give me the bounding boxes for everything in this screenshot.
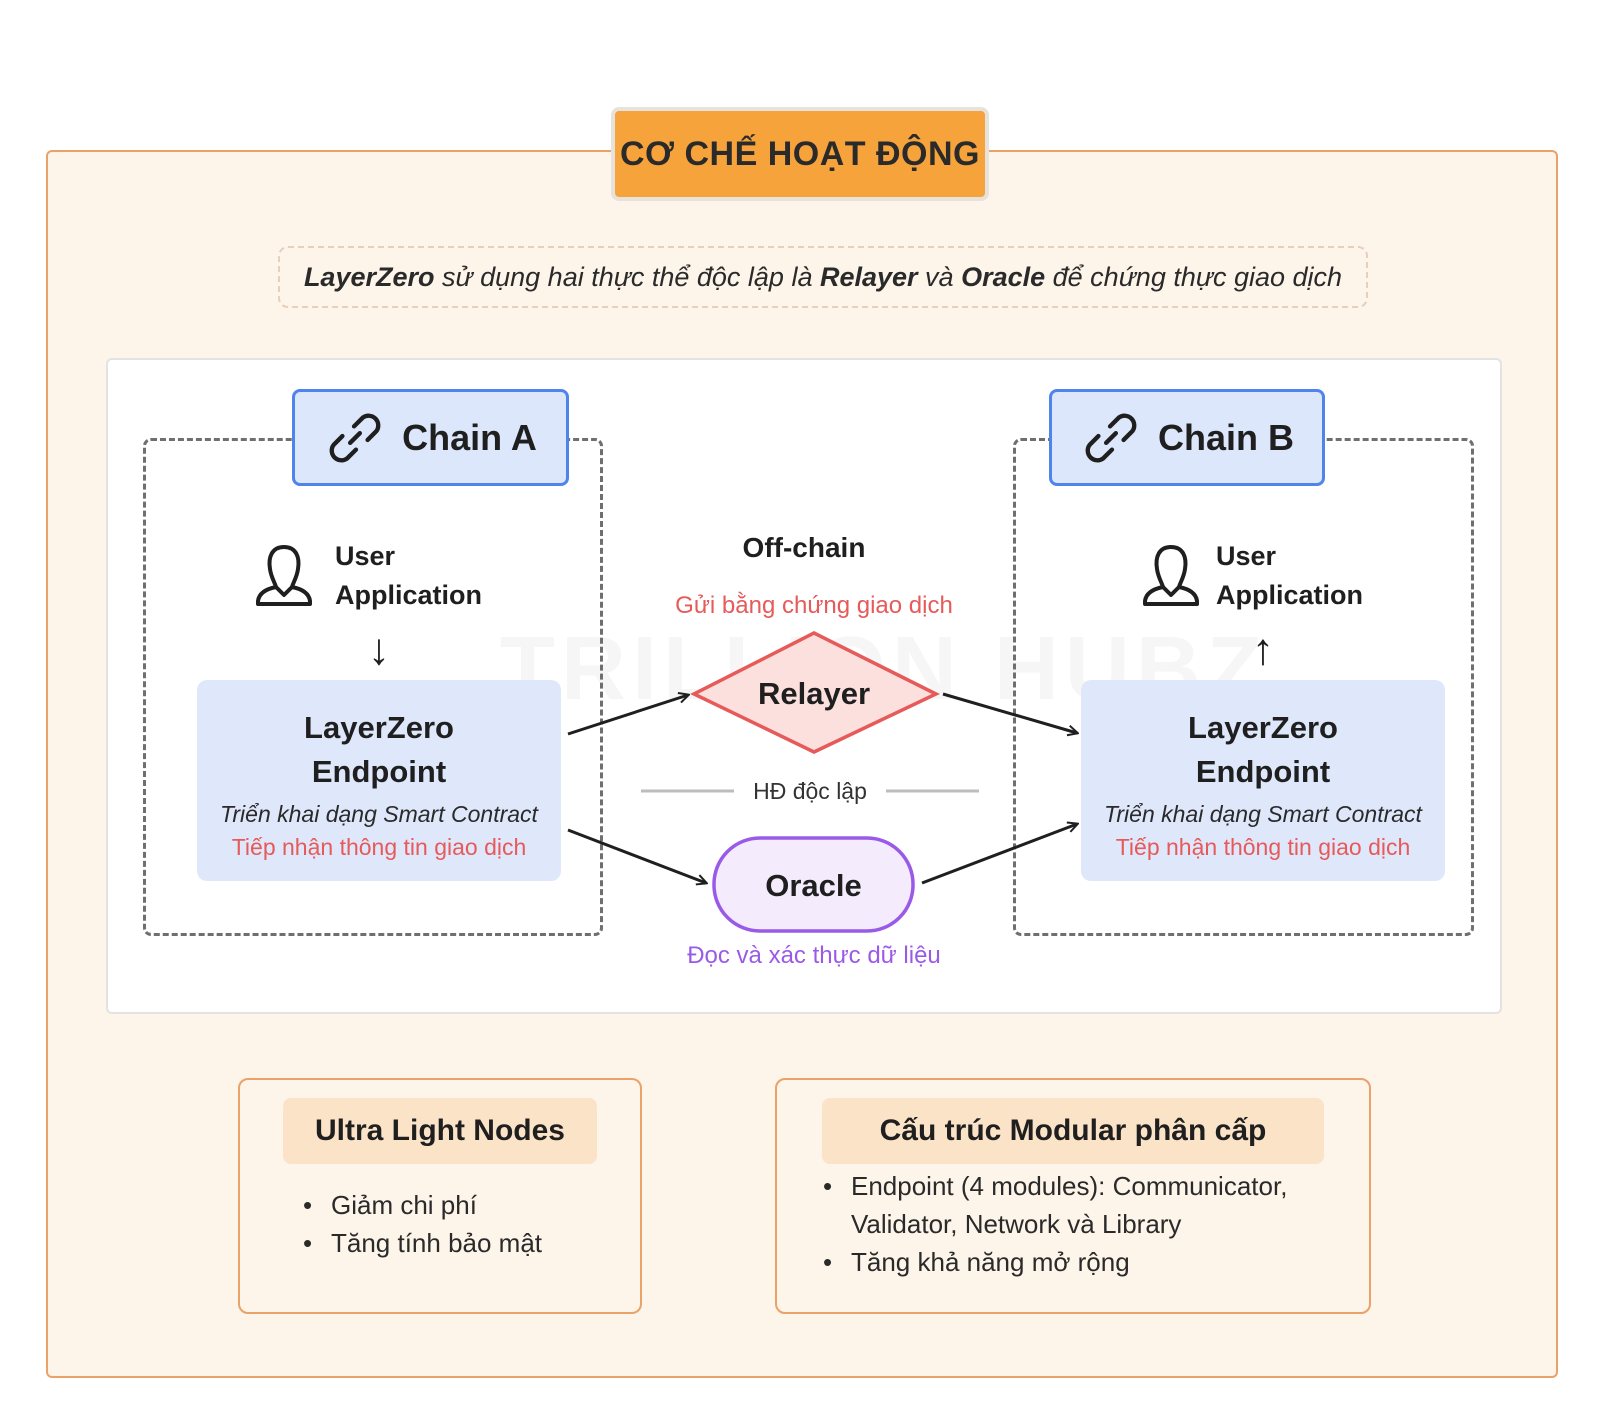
endpoint-b-subtitle: Triển khai dạng Smart Contract <box>1104 801 1422 827</box>
endpoint-b-title-2: Endpoint <box>1195 754 1331 789</box>
relayer-caption: Gửi bằng chứng giao dịch <box>675 592 953 619</box>
user-app-a-line2: Application <box>335 580 482 610</box>
user-app-label-a: User Application <box>335 537 482 615</box>
list-item: Endpoint (4 modules): Communicator, Vali… <box>823 1167 1343 1243</box>
link-icon <box>329 413 381 462</box>
link-icon <box>1085 413 1137 462</box>
endpoint-b-note: Tiếp nhận thông tin giao dịch <box>1115 834 1411 860</box>
endpoint-a-subtitle: Triển khai dạng Smart Contract <box>220 801 538 827</box>
arrow-oracle-to-endpoint-b <box>921 824 1077 885</box>
ultra-light-nodes-title: Ultra Light Nodes <box>283 1098 597 1164</box>
user-app-a-line1: User <box>335 541 396 571</box>
offchain-label: Off-chain <box>742 532 866 563</box>
subtitle-banner: LayerZero sử dụng hai thực thể độc lập l… <box>278 246 1368 308</box>
arrow-up-icon: ↑ <box>1252 625 1274 674</box>
relayer-label: Relayer <box>757 676 871 711</box>
user-app-label-b: User Application <box>1216 537 1363 615</box>
chain-b-label: Chain B <box>1157 416 1294 458</box>
modular-structure-list: Endpoint (4 modules): Communicator, Vali… <box>823 1167 1343 1281</box>
arrow-relayer-to-endpoint-b <box>942 692 1077 733</box>
chain-b-tag: Chain B <box>1049 389 1325 486</box>
arrow-down-icon: ↓ <box>368 625 390 674</box>
oracle-label: Oracle <box>765 868 862 903</box>
subtitle-layerzero: LayerZero <box>303 261 435 292</box>
subtitle-text-1: sử dụng hai thực thể độc lập là <box>434 261 820 292</box>
chain-a-label: Chain A <box>402 416 537 458</box>
arrow-endpoint-a-to-relayer <box>567 695 688 736</box>
endpoint-b-title-1: LayerZero <box>1188 710 1338 745</box>
list-item: Giảm chi phí <box>303 1186 623 1224</box>
oracle-node <box>712 836 915 933</box>
chain-a-tag: Chain A <box>292 389 569 486</box>
layerzero-endpoint-a: LayerZero Endpoint Triển khai dạng Smart… <box>197 680 561 881</box>
list-item: Tăng tính bảo mật <box>303 1224 623 1262</box>
user-app-b-line1: User <box>1216 541 1277 571</box>
endpoint-a-title-2: Endpoint <box>311 754 447 789</box>
modular-structure-title: Cấu trúc Modular phân cấp <box>822 1098 1324 1164</box>
user-icon <box>256 545 312 606</box>
ultra-light-nodes-list: Giảm chi phí Tăng tính bảo mật <box>303 1186 623 1262</box>
subtitle-text-2: và <box>917 261 962 292</box>
endpoint-a-note: Tiếp nhận thông tin giao dịch <box>231 834 527 860</box>
relayer-node <box>690 631 940 754</box>
endpoint-a-title-1: LayerZero <box>304 710 454 745</box>
arrow-endpoint-a-to-oracle <box>567 828 706 883</box>
user-icon <box>1143 545 1199 606</box>
subtitle-oracle: Oracle <box>961 261 1046 292</box>
oracle-caption: Đọc và xác thực dữ liệu <box>687 942 941 969</box>
layerzero-endpoint-b: LayerZero Endpoint Triển khai dạng Smart… <box>1081 680 1445 881</box>
subtitle-text-3: để chứng thực giao dịch <box>1045 261 1343 292</box>
independent-label: HĐ độc lập <box>753 778 867 804</box>
subtitle-relayer: Relayer <box>819 261 918 292</box>
page-title: CƠ CHẾ HOẠT ĐỘNG <box>611 107 989 201</box>
list-item: Tăng khả năng mở rộng <box>823 1243 1343 1281</box>
user-app-b-line2: Application <box>1216 580 1363 610</box>
